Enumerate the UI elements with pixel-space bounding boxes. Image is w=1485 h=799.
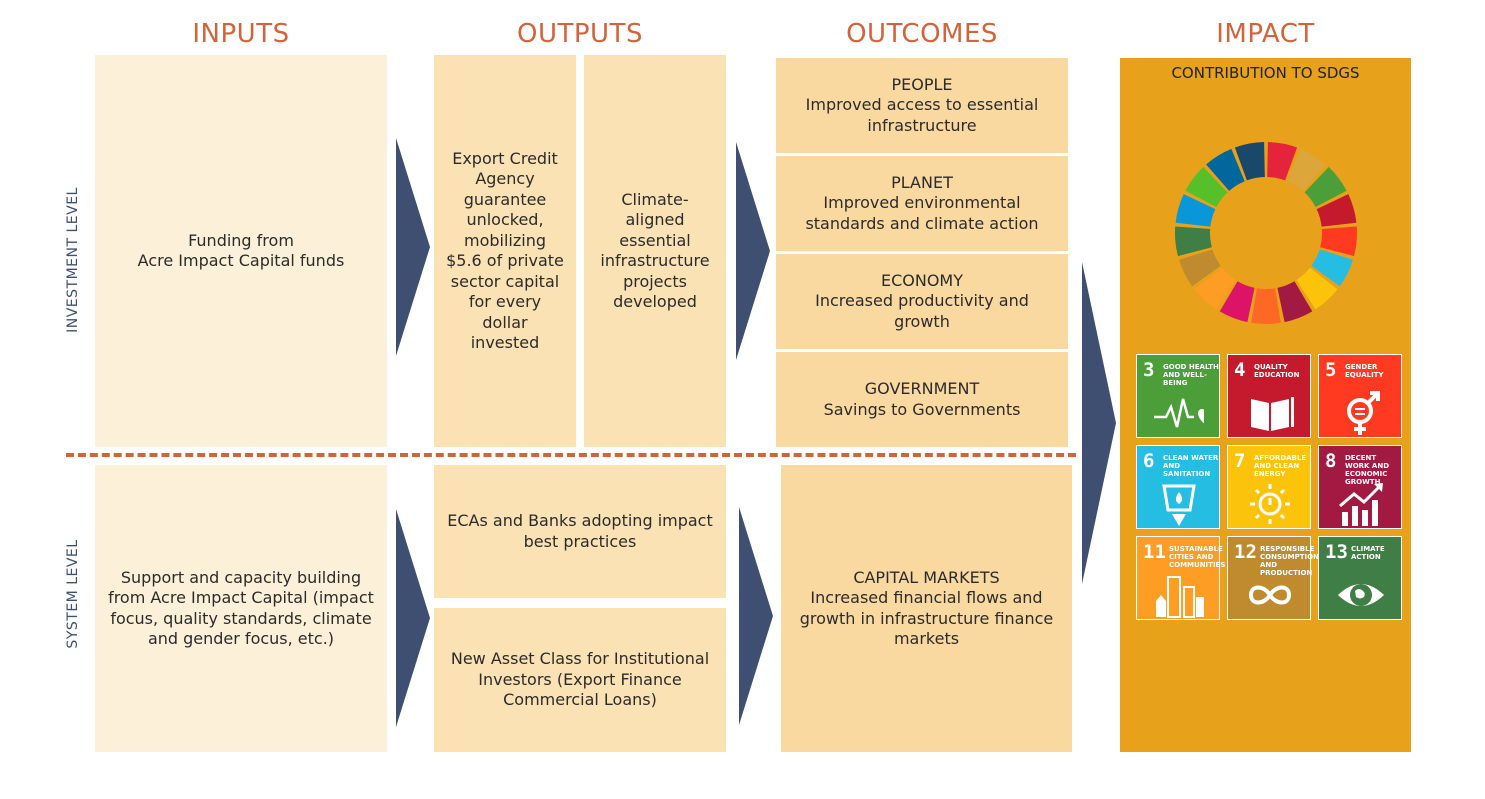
outcome-economy: ECONOMY Increased productivity and growt…: [776, 254, 1068, 349]
sdg-wheel-segment: [1320, 226, 1357, 257]
sdg-wheel-segment: [1234, 142, 1265, 181]
sdg-tile-number: 8: [1325, 450, 1337, 472]
investment-output-eca-box: Export Credit Agency guarantee unlocked,…: [434, 55, 576, 447]
sdg-tile-label: QUALITY EDUCATION: [1254, 363, 1300, 379]
outcome-economy-title: ECONOMY: [880, 270, 963, 290]
system-output-asset-class-box: New Asset Class for Institutional Invest…: [434, 608, 726, 752]
sdg-wheel-segment: [1287, 148, 1326, 191]
investment-level-label: INVESTMENT LEVEL: [65, 187, 81, 333]
sdg-tile-number: 3: [1143, 359, 1155, 381]
capital-markets-text: Increased financial flows and growth in …: [799, 588, 1054, 648]
outcome-government: GOVERNMENT Savings to Governments: [776, 352, 1068, 447]
capital-markets-title: CAPITAL MARKETS: [853, 567, 1000, 587]
sdg-wheel-segment: [1277, 281, 1313, 323]
sdg-tile-number: 4: [1234, 359, 1246, 381]
sdg-tile-5: 5 GENDER EQUALITY: [1318, 354, 1402, 438]
sdg-tile-6: 6 CLEAN WATER AND SANITATION: [1136, 445, 1220, 529]
outcome-economy-text: Increased productivity and growth: [815, 291, 1029, 331]
sdg-tile-label: GENDER EQUALITY: [1345, 363, 1384, 379]
sdg-tile-number: 11: [1143, 541, 1166, 563]
outcome-people-text: Improved access to essential infrastruct…: [805, 95, 1039, 135]
sdg-wheel-segment: [1311, 249, 1353, 287]
sdg-wheel-segment: [1304, 167, 1347, 207]
sdg-wheel-segment: [1206, 148, 1245, 191]
inputs-header: INPUTS: [192, 19, 290, 49]
sdg-wheel-segment: [1194, 267, 1236, 310]
sdg-tile-label: CLIMATE ACTION: [1351, 545, 1385, 561]
system-level-label: SYSTEM LEVEL: [65, 539, 81, 649]
system-output-best-practices-box: ECAs and Banks adopting impact best prac…: [434, 465, 726, 598]
sdg-tile-label: SUSTAINABLE CITIES AND COMMUNITIES: [1169, 545, 1226, 569]
city-icon: [1156, 576, 1204, 618]
sdg-wheel-segment: [1316, 194, 1357, 227]
sdg-wheel-segment: [1251, 288, 1281, 324]
level-divider: [66, 453, 1076, 457]
sdg-tile-number: 6: [1143, 450, 1155, 472]
heartbeat-icon: [1154, 398, 1204, 428]
sdg-tile-4: 4 QUALITY EDUCATION: [1227, 354, 1311, 438]
gender-icon: [1347, 391, 1380, 435]
sdg-wheel-segment: [1179, 249, 1221, 287]
sdg-tile-7: 7 AFFORDABLE AND CLEAN ENERGY: [1227, 445, 1311, 529]
outcome-planet: PLANET Improved environmental standards …: [776, 156, 1068, 251]
investment-output-climate-box: Climate- aligned essential infrastructur…: [584, 55, 726, 447]
sdg-tile-8: 8 DECENT WORK AND ECONOMIC GROWTH: [1318, 445, 1402, 529]
system-input-box: Support and capacity building from Acre …: [95, 465, 387, 752]
sun-power-icon: [1250, 484, 1290, 524]
arrow-investment-output-to-outcome: [736, 142, 770, 360]
sdg-tile-label: AFFORDABLE AND CLEAN ENERGY: [1254, 454, 1307, 478]
investment-input-box: Funding from Acre Impact Capital funds: [95, 55, 387, 447]
outcome-people-title: PEOPLE: [891, 74, 953, 94]
sdg-tile-label: RESPONSIBLE CONSUMPTION AND PRODUCTION: [1260, 545, 1319, 577]
impact-header: IMPACT: [1216, 19, 1315, 49]
sdg-wheel-segment: [1175, 226, 1212, 257]
sdg-wheel-icon: [1175, 142, 1357, 324]
impact-panel: CONTRIBUTION TO SDGS 3 GOOD HEALTH AND WE…: [1120, 58, 1411, 752]
sdg-tile-number: 5: [1325, 359, 1337, 381]
sdg-tile-number: 13: [1325, 541, 1348, 563]
sdg-tile-3: 3 GOOD HEALTH AND WELL-BEING: [1136, 354, 1220, 438]
impact-title: CONTRIBUTION TO SDGS: [1171, 64, 1360, 82]
sdg-wheel-segment: [1175, 194, 1216, 227]
sdg-wheel-segment: [1219, 281, 1255, 323]
outcomes-header: OUTCOMES: [846, 19, 998, 49]
system-outcome-capital-markets-box: CAPITAL MARKETS Increased financial flow…: [781, 465, 1072, 752]
arrow-system-input-to-output: [396, 509, 430, 727]
investment-outcomes-stack: PEOPLE Improved access to essential infr…: [776, 58, 1068, 447]
growth-chart-icon: [1339, 483, 1383, 526]
outcome-government-text: Savings to Governments: [823, 399, 1021, 419]
sdg-wheel-segment: [1185, 167, 1228, 207]
outcome-people: PEOPLE Improved access to essential infr…: [776, 58, 1068, 153]
sdg-wheel-segment: [1267, 142, 1298, 181]
eye-globe-icon: [1338, 584, 1384, 606]
outputs-header: OUTPUTS: [517, 19, 643, 49]
arrow-outcomes-to-impact: [1082, 262, 1116, 584]
water-drop-icon: [1162, 484, 1196, 526]
book-icon: [1251, 397, 1294, 431]
outcome-planet-title: PLANET: [891, 172, 953, 192]
infinity-icon: [1248, 585, 1292, 605]
sdg-tile-number: 7: [1234, 450, 1246, 472]
arrow-system-output-to-outcome: [739, 507, 773, 725]
arrow-investment-input-to-output: [396, 138, 430, 356]
outcome-planet-text: Improved environmental standards and cli…: [805, 193, 1039, 233]
sdg-tile-label: DECENT WORK AND ECONOMIC GROWTH: [1345, 454, 1390, 486]
sdg-wheel-segment: [1296, 267, 1338, 310]
sdg-tile-label: CLEAN WATER AND SANITATION: [1163, 454, 1219, 478]
sdg-tile-label: GOOD HEALTH AND WELL-BEING: [1163, 363, 1219, 387]
sdg-tile-number: 12: [1234, 541, 1257, 563]
outcome-government-title: GOVERNMENT: [864, 379, 980, 398]
